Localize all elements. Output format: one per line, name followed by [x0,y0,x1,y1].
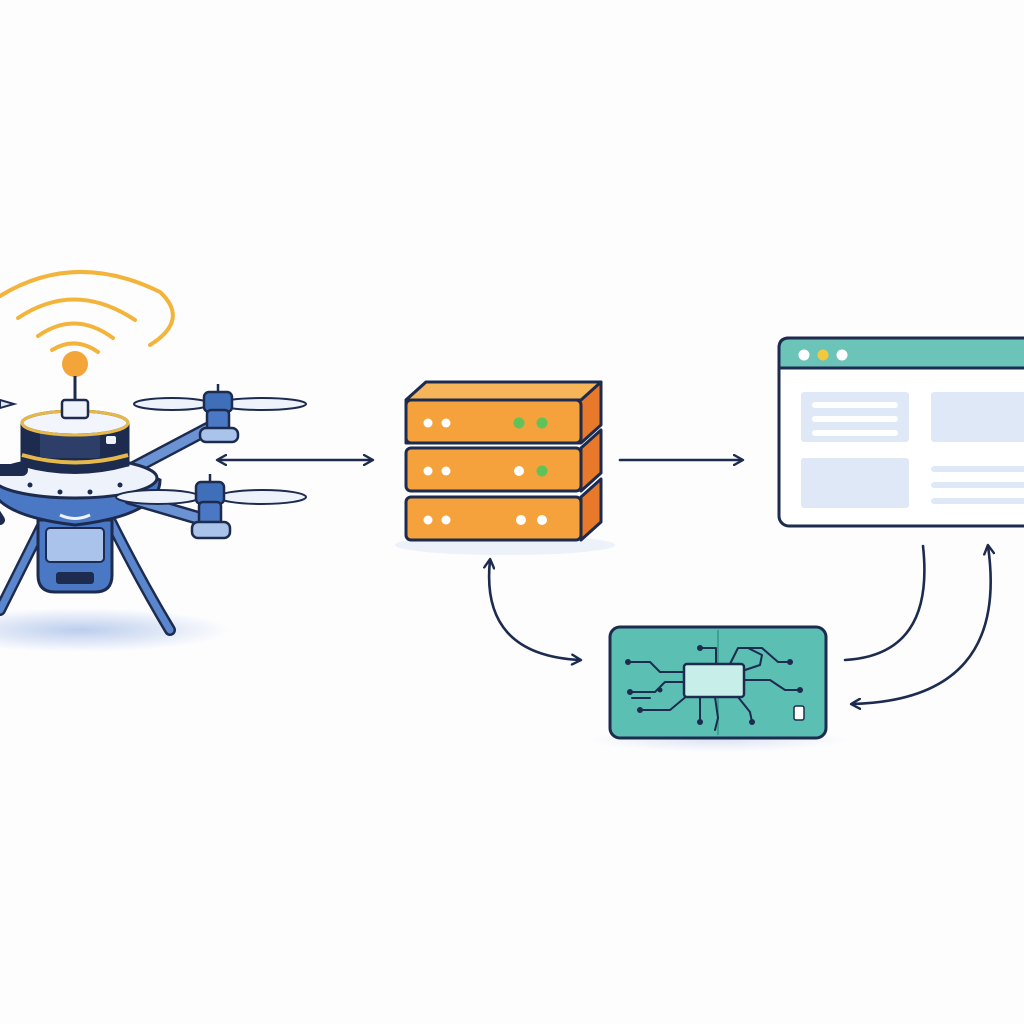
server-unit-1 [404,380,603,445]
server-unit-3 [404,477,603,542]
dashboard-content [801,392,1024,508]
rotor-back-right [133,384,307,444]
status-led [536,417,548,429]
window-control-dot [817,349,829,361]
connectors [218,460,991,704]
drone-shadow [0,608,230,652]
status-led [513,417,525,429]
window-control-dot [836,349,848,361]
drone-icon [0,270,307,652]
circuit-board-icon [588,625,848,752]
flight-controller-module [20,398,130,474]
board-dashboard-arrow [852,546,991,704]
browser-window-icon [777,336,1024,528]
processor-chip [682,662,746,699]
circuit-pads [625,645,803,725]
rotor-front-right [115,474,307,540]
server-unit-2 [404,428,603,493]
dashboard-board-arrow [843,544,926,662]
server-board-arrow [489,560,580,660]
camera-gimbal [36,518,114,594]
status-led [536,465,548,477]
circuit-traces [627,647,801,731]
wireless-signal-icon [0,270,175,354]
server-rack-icon [395,380,615,555]
antenna-tip [62,351,88,377]
window-control-dot [798,349,810,361]
